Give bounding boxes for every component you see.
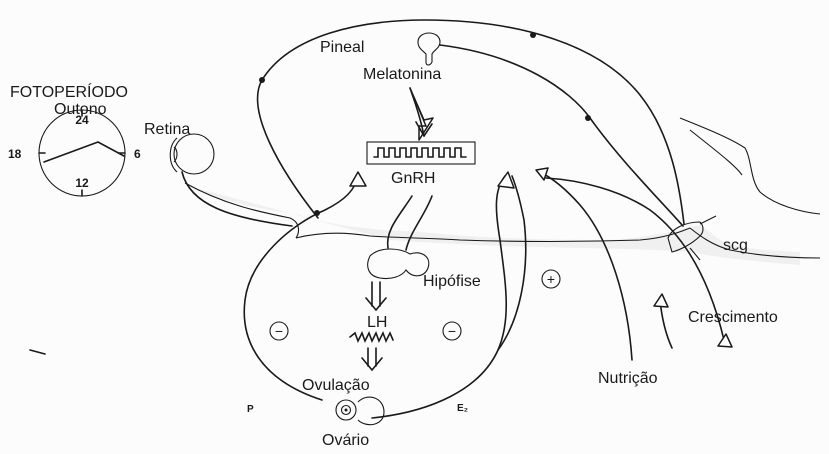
pineal-scg-pathway xyxy=(440,45,683,226)
progesterone-feedback-loop xyxy=(244,176,358,400)
minus-sign-right-text: − xyxy=(448,323,456,339)
estradiol-feedback-loop xyxy=(372,176,506,418)
melatonina-label: Melatonina xyxy=(363,66,441,83)
retina-label: Retina xyxy=(144,121,190,138)
minus-sign-left-text: − xyxy=(275,323,283,339)
lh-arrow xyxy=(366,282,386,310)
clock-label-12: 12 xyxy=(75,176,89,190)
p-label: P xyxy=(247,404,254,415)
loop-node xyxy=(530,32,536,38)
outono-label: Outono xyxy=(54,101,107,118)
nutricao-label: Nutrição xyxy=(598,370,658,387)
ovulacao-label: Ovulação xyxy=(302,377,370,394)
loop-node xyxy=(259,77,265,83)
ovario-label: Ovário xyxy=(322,432,369,449)
hipofise-label: Hipófise xyxy=(423,273,481,290)
melatonina-arrow xyxy=(410,88,433,140)
pineal-gland-icon xyxy=(418,33,440,65)
estradiol-arrowhead xyxy=(498,172,514,188)
ovary-icon xyxy=(336,397,384,425)
nutricao-pathway xyxy=(540,172,632,360)
lh-pulse-icon xyxy=(350,333,393,341)
gnrh-pulse-icon xyxy=(374,148,466,157)
progesterone-arrowhead xyxy=(350,172,366,186)
gnrh-label: GnRH xyxy=(391,170,435,187)
pituitary-icon xyxy=(368,249,429,279)
loop-node xyxy=(585,115,591,121)
clock-label-18: 18 xyxy=(8,147,22,161)
lh-label: LH xyxy=(367,314,387,331)
eye-icon xyxy=(170,134,214,174)
ovulation-arrow xyxy=(362,348,382,370)
stray-mark xyxy=(30,350,45,354)
scg-label: scg xyxy=(723,237,748,254)
fotoperiodo-label: FOTOPERÍODO xyxy=(10,82,128,101)
clock-label-6: 6 xyxy=(134,147,141,161)
crescimento-label: Crescimento xyxy=(688,309,778,326)
crescimento-arrowhead-2 xyxy=(718,334,732,347)
e2-label: E₂ xyxy=(457,403,468,414)
plus-sign-text: + xyxy=(547,271,555,287)
crescimento-arrowhead-1 xyxy=(654,294,668,307)
pineal-label: Pineal xyxy=(320,39,364,56)
